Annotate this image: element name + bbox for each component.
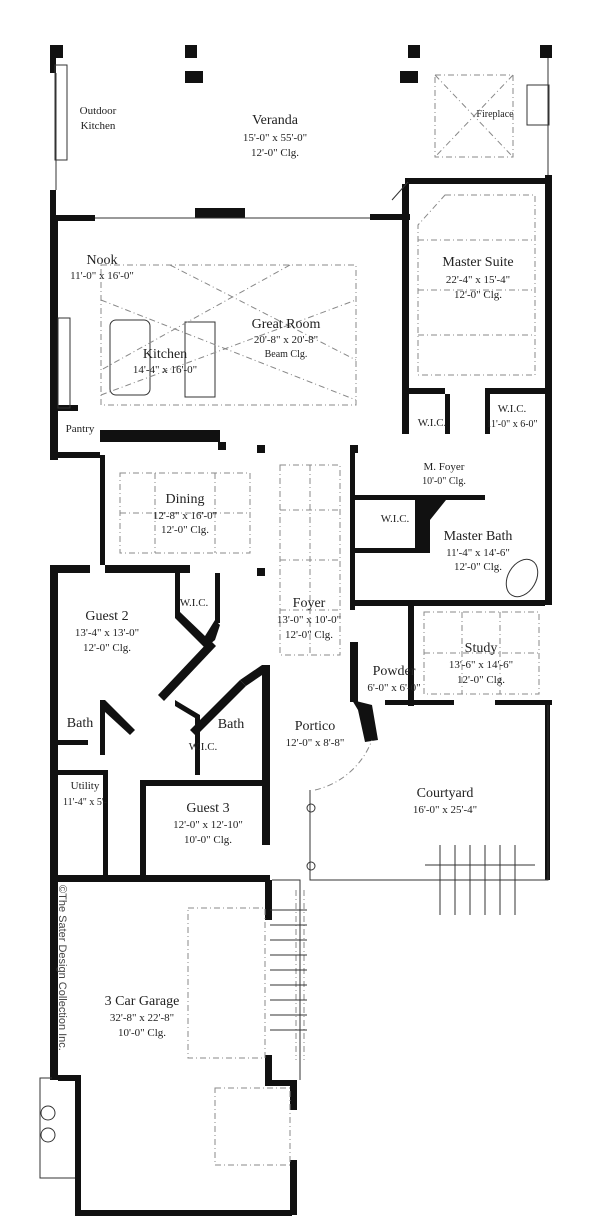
walls xyxy=(50,45,552,1216)
room-name: Portico xyxy=(294,719,336,734)
room-ceiling: 12'-0" Clg. xyxy=(453,561,503,573)
room-name: Kitchen xyxy=(80,120,116,132)
ceiling-lines xyxy=(100,74,540,1166)
room-name: Dining xyxy=(165,492,205,507)
room-size: 11'-0" x 6-0" xyxy=(486,419,538,430)
room-name: W.I.C. xyxy=(497,403,527,415)
room-size: 12'-0" x 12'-10" xyxy=(173,819,243,831)
room-size: 22'-4" x 15'-4" xyxy=(445,274,511,286)
copyright-text: ©The Sater Design Collection Inc. xyxy=(56,885,68,1051)
room-name: Master Bath xyxy=(443,529,513,544)
room-ceiling: Beam Clg. xyxy=(264,349,308,360)
room-size: 12'-8" x 16'-0" xyxy=(152,510,218,522)
room-size: 13'-0" x 10'-0" xyxy=(276,614,342,626)
room-size: 13'-4" x 13'-0" xyxy=(74,627,140,639)
room-name: 3 Car Garage xyxy=(104,994,180,1009)
room-name: Nook xyxy=(86,253,118,268)
room-name: Utility xyxy=(70,780,100,792)
room-name: Kitchen xyxy=(142,347,188,362)
room-size: 6'-0" x 6'-0" xyxy=(367,682,421,694)
room-name: Guest 3 xyxy=(186,801,230,816)
room-name: Master Suite xyxy=(442,255,514,270)
room-size: 16'-0" x 25'-4" xyxy=(412,804,478,816)
room-name: M. Foyer xyxy=(423,461,465,473)
room-pantry: Pantry xyxy=(65,423,95,435)
room-size: 11'-4" x 14'-6" xyxy=(446,547,510,559)
room-ceiling: 12'-0" Clg. xyxy=(250,147,300,159)
room-ceiling: 10'-0" Clg. xyxy=(117,1027,167,1039)
thin-lines xyxy=(39,58,550,1179)
room-bath-guest2: Bath xyxy=(66,716,94,731)
room-guest2-wic: W.I.C. xyxy=(179,597,209,609)
room-guest3-wic: W.I.C. xyxy=(188,741,218,753)
room-bath-wic: W.I.C. xyxy=(380,513,410,525)
room-name: Foyer xyxy=(292,596,326,611)
room-size: 15'-0" x 55'-0" xyxy=(242,132,308,144)
room-name: Guest 2 xyxy=(85,609,129,624)
room-ceiling: 10'-0" Clg. xyxy=(422,476,466,487)
room-ceiling: 12'-0" Clg. xyxy=(284,629,334,641)
room-name: Veranda xyxy=(252,113,298,128)
room-name: Powder xyxy=(372,664,416,679)
room-ceiling: 12'-0" Clg. xyxy=(456,674,506,686)
room-size: 13'-6" x 14'-6" xyxy=(448,659,514,671)
room-name: Great Room xyxy=(251,317,321,332)
room-fireplace: Fireplace xyxy=(476,109,514,120)
room-ceiling: 10'-0" Clg. xyxy=(183,834,233,846)
room-name: Outdoor xyxy=(79,105,117,117)
room-ceiling: 12'-0" Clg. xyxy=(82,642,132,654)
room-size: 12'-0" x 8'-8" xyxy=(285,737,345,749)
room-size: 14'-4" x 16'-0" xyxy=(132,364,198,376)
room-name: Study xyxy=(464,641,498,656)
room-size: 11'-0" x 16'-0" xyxy=(70,270,134,282)
room-size: 20'-8" x 20'-8" xyxy=(253,334,319,346)
room-size: 11'-4" x 5'- xyxy=(63,797,107,808)
room-ceiling: 12'-0" Clg. xyxy=(453,289,503,301)
pergolas xyxy=(270,845,535,1031)
room-master-wic-left: W.I.C. xyxy=(417,417,447,429)
room-bath-guest3: Bath xyxy=(217,717,245,732)
room-size: 32'-8" x 22'-8" xyxy=(109,1012,175,1024)
room-name: Courtyard xyxy=(416,786,474,801)
room-ceiling: 12'-0" Clg. xyxy=(160,524,210,536)
